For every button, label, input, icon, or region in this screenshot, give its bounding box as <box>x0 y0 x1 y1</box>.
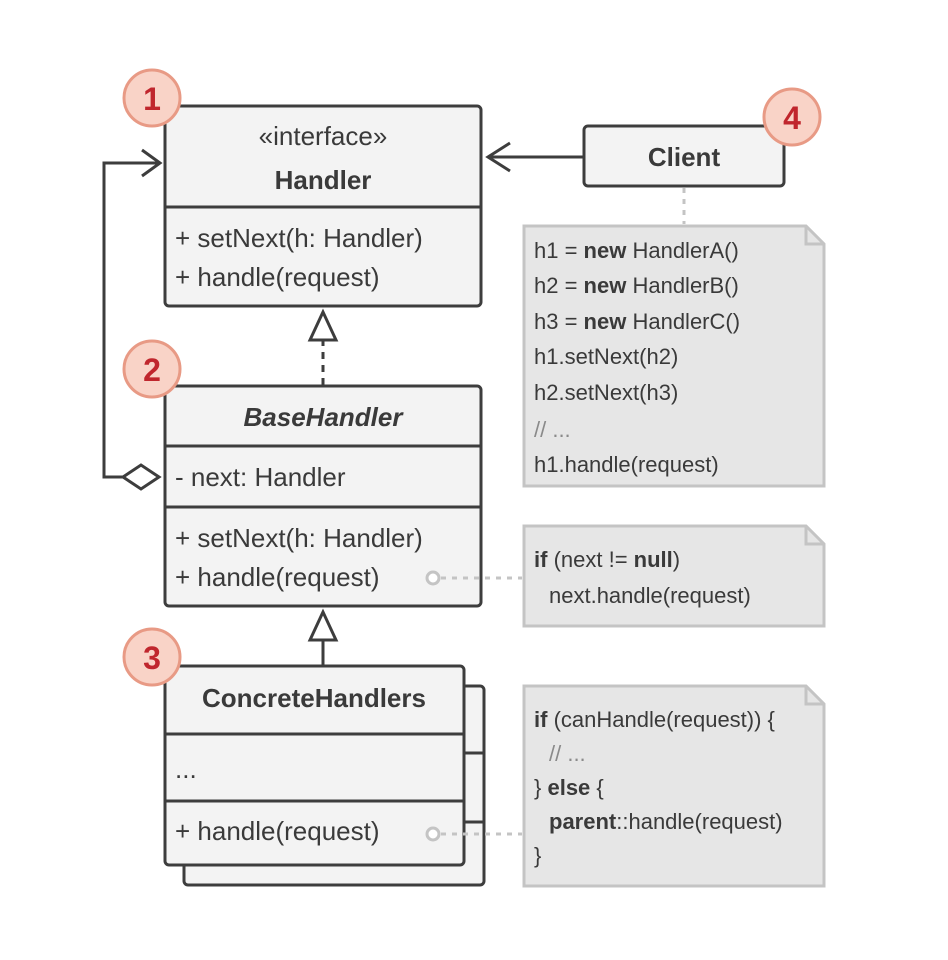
badge-4: 4 <box>762 87 822 147</box>
realization-arrowhead <box>307 308 339 342</box>
client-note-line-7: h1.handle(request) <box>534 452 719 477</box>
base-note-line-2: next.handle(request) <box>549 583 751 608</box>
concrete-note-line-5: } <box>534 843 541 868</box>
client-association-arrowhead <box>485 141 511 173</box>
base-handle-note-anchor <box>425 570 441 586</box>
concrete-handlers-method-handle: + handle(request) <box>175 816 380 846</box>
badge-1: 1 <box>122 68 182 128</box>
handler-title: Handler <box>275 165 372 195</box>
base-handler-method-handle: + handle(request) <box>175 562 380 592</box>
badge-3: 3 <box>122 627 182 687</box>
client-title: Client <box>648 142 721 172</box>
concrete-handlers-title: ConcreteHandlers <box>202 683 426 713</box>
client-note-line-5: h2.setNext(h3) <box>534 380 678 405</box>
concrete-handle-note-anchor <box>425 826 441 842</box>
concrete-note-line-3: } else { <box>534 775 604 800</box>
base-handler-title: BaseHandler <box>244 402 405 432</box>
handler-method-setnext: + setNext(h: Handler) <box>175 223 423 253</box>
badge-2: 2 <box>122 339 182 399</box>
client-note-line-3: h3 = new HandlerC() <box>534 309 740 334</box>
svg-text:4: 4 <box>783 100 801 136</box>
aggregation-arrowhead <box>141 148 163 178</box>
client-note-line-1: h1 = new HandlerA() <box>534 238 739 263</box>
base-handler-method-setnext: + setNext(h: Handler) <box>175 523 423 553</box>
concrete-handler-code-note: if (canHandle(request)) { // ... } else … <box>522 684 826 888</box>
aggregation-line <box>102 161 160 479</box>
client-code-note: h1 = new HandlerA() h2 = new HandlerB() … <box>522 224 826 488</box>
handler-interface-box[interactable]: «interface» Handler + setNext(h: Handler… <box>163 104 483 308</box>
concrete-handlers-box[interactable]: ConcreteHandlers ... + handle(request) <box>163 664 466 867</box>
base-handler-field-next: - next: Handler <box>175 462 346 492</box>
inheritance-arrowhead <box>307 608 339 642</box>
client-note-line-2: h2 = new HandlerB() <box>534 273 739 298</box>
handler-stereotype: «interface» <box>259 121 388 151</box>
concrete-note-line-1: if (canHandle(request)) { <box>534 707 775 732</box>
svg-text:1: 1 <box>143 81 161 117</box>
client-note-line-4: h1.setNext(h2) <box>534 344 678 369</box>
concrete-note-line-4: parent::handle(request) <box>549 809 783 834</box>
concrete-handlers-field: ... <box>175 754 197 784</box>
client-box[interactable]: Client <box>582 124 786 188</box>
base-handler-code-note: if (next != null) next.handle(request) <box>522 524 826 628</box>
client-note-comment: // ... <box>534 417 571 442</box>
handler-method-handle: + handle(request) <box>175 262 380 292</box>
concrete-note-comment: // ... <box>549 741 586 766</box>
base-handler-box[interactable]: BaseHandler - next: Handler + setNext(h:… <box>163 384 483 608</box>
aggregation-diamond <box>120 463 162 491</box>
svg-text:2: 2 <box>143 352 161 388</box>
svg-text:3: 3 <box>143 640 161 676</box>
base-note-line-1: if (next != null) <box>534 547 680 572</box>
